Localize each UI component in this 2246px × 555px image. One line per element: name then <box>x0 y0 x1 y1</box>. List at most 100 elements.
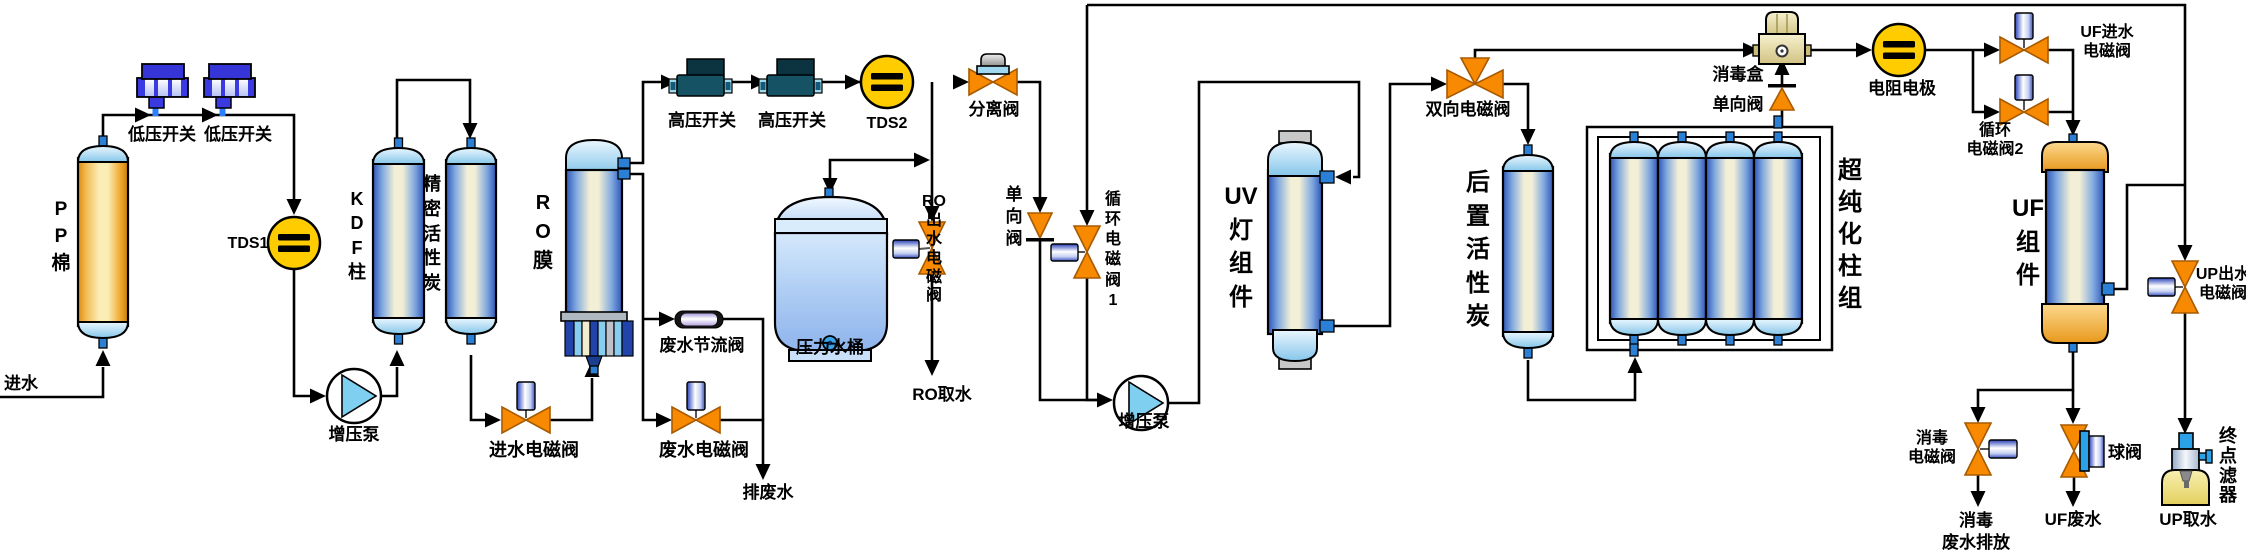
resistance-electrode-meter <box>1871 22 1927 78</box>
waste-valve-coil <box>686 381 706 418</box>
label-pp-cotton: P P 棉 <box>51 199 71 274</box>
label-waste-discharge: 排废水 <box>742 483 794 502</box>
label-up-out-valve: UP出水 电磁阀 <box>2195 266 2246 302</box>
flow-arrow <box>822 178 838 194</box>
flow-arrow <box>2065 491 2081 507</box>
flow-arrow <box>1984 42 2000 58</box>
pressure-tank <box>773 187 889 362</box>
flow-arrow <box>1970 407 1986 423</box>
flow-arrow <box>1984 104 2000 120</box>
waste-solenoid-valve <box>671 405 721 435</box>
flow-arrow <box>2177 418 2193 434</box>
flow-arrow <box>1774 59 1790 75</box>
label-uv-lamp: UV 灯 组 件 <box>1224 183 1258 311</box>
flow-arrow <box>135 107 151 123</box>
flow-arrow <box>914 152 930 168</box>
disinfection-box <box>1752 11 1812 65</box>
precision-carbon-column <box>444 137 498 345</box>
column-group-inlet-port <box>1629 343 1639 357</box>
flow-arrow <box>202 107 218 123</box>
circulation-solenoid-valve-1 <box>1072 225 1102 279</box>
circulation-solenoid-valve-2 <box>1999 97 2049 127</box>
flow-arrow <box>286 199 302 215</box>
label-inlet: 进水 <box>4 374 38 393</box>
label-hp-switch-1: 高压开关 <box>668 111 736 130</box>
disinfection-valve-coil <box>1980 439 2018 459</box>
up-out-valve-coil <box>2147 277 2183 297</box>
flow-arrow <box>1627 357 1643 373</box>
flow-arrow <box>656 412 672 428</box>
label-booster-pump-2: 增压泵 <box>1118 412 1170 431</box>
flow-arrow <box>2177 245 2193 261</box>
flow-arrow <box>1079 210 1095 226</box>
endpoint-filter <box>2161 432 2213 506</box>
flow-arrow <box>659 311 675 327</box>
circulation-valve-2-coil <box>2014 74 2034 110</box>
flow-arrow <box>1032 197 1048 213</box>
label-circ-valve-2: 循环 电磁阀2 <box>1966 122 2024 158</box>
ro-out-solenoid-valve <box>917 221 947 275</box>
booster-pumps <box>325 367 1170 432</box>
label-hp-switch-2: 高压开关 <box>758 111 826 130</box>
disinfection-solenoid-valve <box>1963 422 1993 476</box>
tds1-meter <box>266 215 322 271</box>
flow-arrow <box>924 206 940 222</box>
booster-pump-1 <box>325 367 383 425</box>
check-valve <box>1026 212 1054 242</box>
high-pressure-switch-2 <box>758 58 823 97</box>
high-pressure-switches <box>668 58 823 97</box>
flow-arrow <box>1097 392 1113 408</box>
label-uf-inlet-valve: UF进水 电磁阀 <box>2080 24 2134 60</box>
flow-arrow <box>95 350 111 366</box>
high-pressure-switch-1 <box>668 58 733 97</box>
tds2-meter <box>859 54 915 110</box>
post-carbon-column <box>1501 144 1555 359</box>
flow-arrow <box>2065 120 2081 136</box>
flow-arrow <box>389 350 405 366</box>
low-pressure-switch-2 <box>203 63 256 116</box>
flow-arrow <box>1970 491 1986 507</box>
flow-arrow <box>1743 42 1759 58</box>
disinfection-check-valve <box>1768 84 1796 111</box>
flow-arrows <box>95 42 2193 507</box>
flow-arrow <box>845 74 861 90</box>
low-pressure-switches <box>136 63 256 116</box>
label-inlet-solenoid-valve: 进水电磁阀 <box>489 440 579 460</box>
solenoid-coils <box>516 12 2183 459</box>
ball-valve-handle <box>2079 430 2105 472</box>
ultra-pure-columns <box>1608 131 1804 346</box>
label-post-carbon: 后 置 活 性 炭 <box>1466 169 1490 331</box>
label-waste-throttle-valve: 废水节流阀 <box>659 336 745 355</box>
ultra-pure-column-2 <box>1656 131 1708 346</box>
low-pressure-switch-1 <box>136 63 189 116</box>
bidirectional-solenoid-valve <box>1446 57 1504 100</box>
flow-arrow <box>1856 42 1872 58</box>
label-ro-membrane: R O 膜 <box>533 192 553 272</box>
label-tds2: TDS2 <box>866 115 908 132</box>
label-separation-valve: 分离阀 <box>968 100 1020 119</box>
column-group-outlet-port <box>1773 115 1783 129</box>
label-resistance-electrode: 电阻电极 <box>1868 79 1936 98</box>
label-precision-carbon: 精 密 活 性 炭 <box>423 174 441 294</box>
flow-arrow <box>1431 76 1447 92</box>
booster-pump-2 <box>1112 374 1170 432</box>
pp-cotton-column <box>76 135 130 349</box>
ultra-pure-column-1 <box>1608 131 1660 346</box>
circulation-valve-1-coil <box>1050 243 1085 262</box>
uf-inlet-solenoid-valve <box>1999 35 2049 65</box>
label-uf-module: UF 组 件 <box>2012 195 2044 290</box>
flow-arrow <box>2065 408 2081 424</box>
separation-valve-cap <box>976 53 1010 75</box>
inlet-valve-coil <box>516 381 536 418</box>
label-circ-valve-1: 循 环 电 磁 阀 1 <box>1104 191 1121 309</box>
label-pressure-tank: 压力水桶 <box>796 338 864 357</box>
label-booster-pump-1: 增压泵 <box>328 425 380 444</box>
flow-arrow <box>953 74 969 90</box>
label-check-valve: 单 向 阀 <box>1005 185 1023 248</box>
uv-lamp-column <box>1266 130 1335 370</box>
label-endpoint-filter: 终 点 滤 器 <box>2219 426 2237 506</box>
separation-valve <box>968 67 1018 97</box>
label-disinfect-valve: 消毒 电磁阀 <box>1907 430 1956 466</box>
waste-throttle-valve <box>674 310 724 329</box>
